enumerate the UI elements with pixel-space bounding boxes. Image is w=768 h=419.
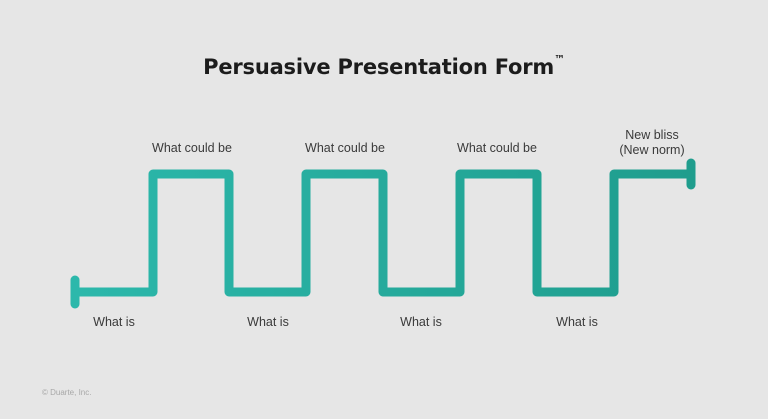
label-what-is-3: What is [400, 315, 442, 329]
label-what-could-be-1: What could be [152, 141, 232, 155]
copyright-notice: © Duarte, Inc. [42, 388, 92, 397]
label-what-could-be-2: What could be [305, 141, 385, 155]
wave-path [75, 169, 691, 297]
label-what-is-2: What is [247, 315, 289, 329]
label-what-could-be-3: What could be [457, 141, 537, 155]
label-what-is-1: What is [93, 315, 135, 329]
diagram-title: Persuasive Presentation Form™ [0, 53, 768, 79]
new-bliss-text: New bliss [625, 128, 679, 142]
label-new-bliss: New bliss (New norm) [619, 128, 684, 158]
trademark-symbol: ™ [554, 53, 565, 66]
new-norm-text: (New norm) [619, 143, 685, 157]
title-text: Persuasive Presentation Form [203, 55, 555, 79]
label-what-is-4: What is [556, 315, 598, 329]
